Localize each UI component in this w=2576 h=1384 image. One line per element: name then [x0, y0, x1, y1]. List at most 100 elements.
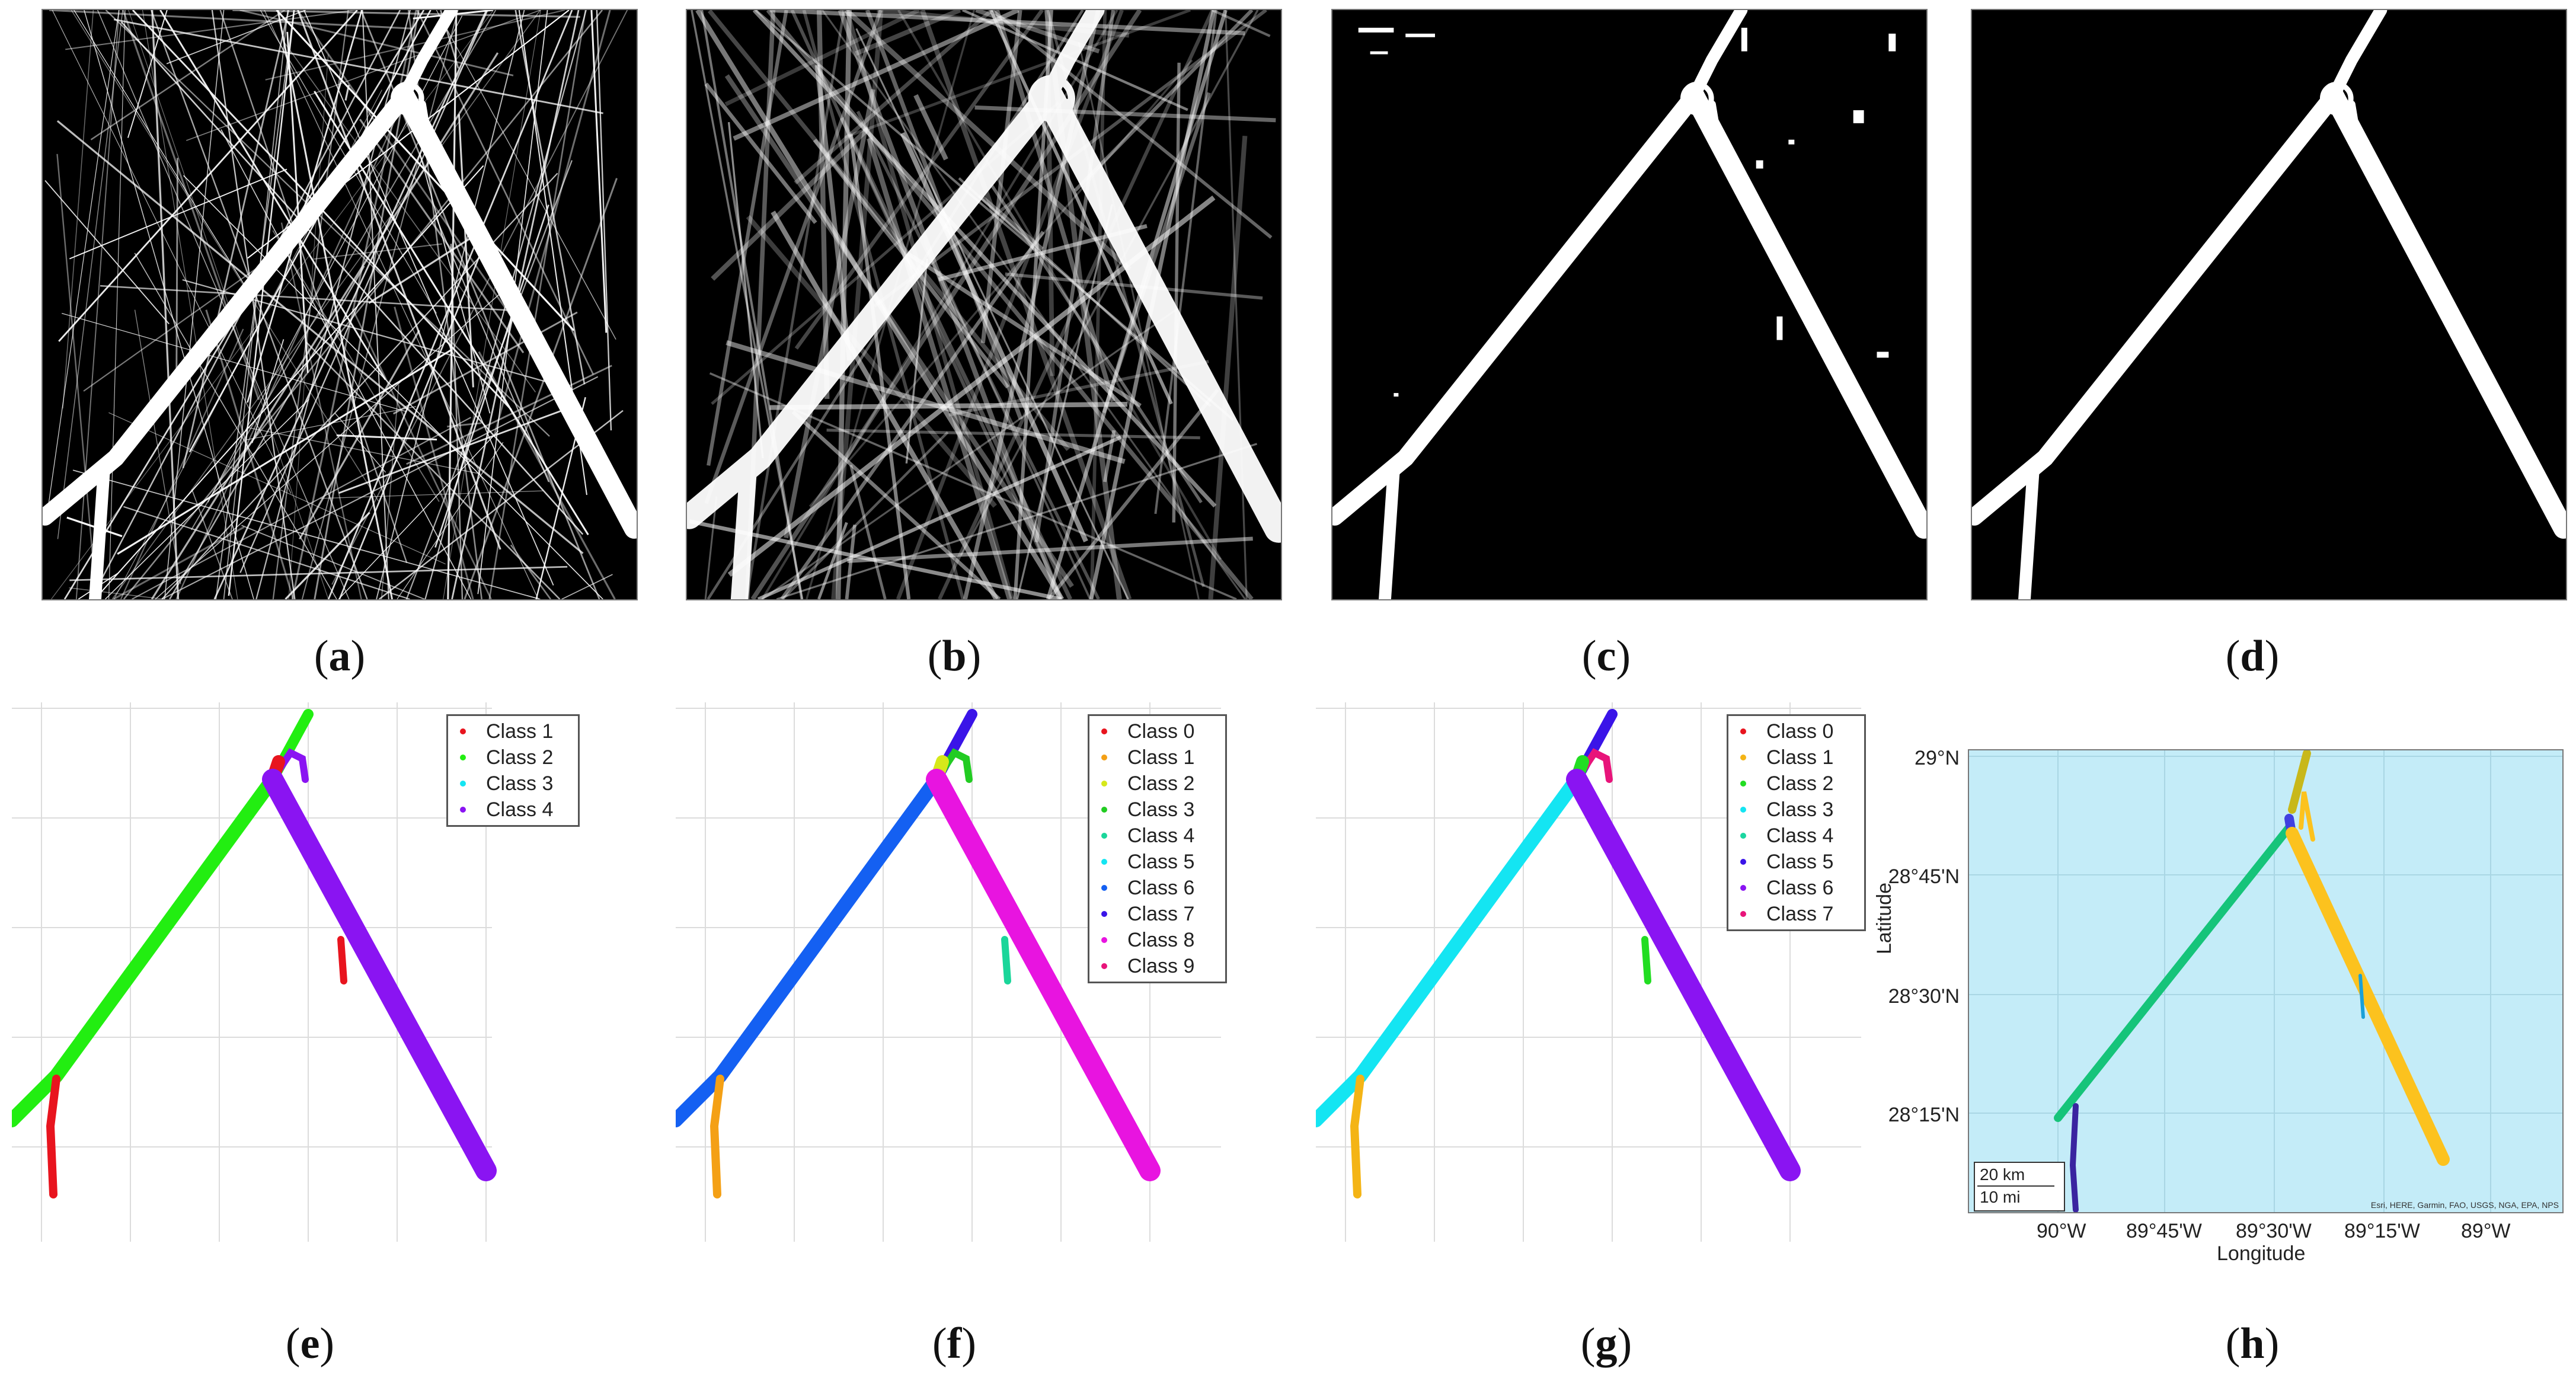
legend-entry: Class 3	[1732, 797, 1858, 823]
route-cluster	[262, 769, 497, 1181]
legend-marker	[1101, 885, 1107, 891]
density-lines	[689, 10, 1276, 599]
route-cluster	[669, 772, 944, 1127]
legend-label: Class 1	[486, 720, 554, 743]
map-route-clusters	[2054, 750, 2450, 1212]
panel-c-binary-map	[1331, 9, 1928, 600]
caption-b: (b)	[927, 632, 982, 680]
legend-marker	[1101, 963, 1107, 969]
legend-entry: Class 3	[1093, 797, 1219, 823]
clustering-g-plot	[1309, 702, 1861, 1242]
clustering-e-plot	[5, 702, 497, 1242]
clusters-e	[5, 709, 497, 1198]
dominant-routes	[43, 10, 637, 599]
legend-entry: Class 5	[1732, 849, 1858, 875]
x-tick-89-45W: 89°45'W	[2126, 1220, 2202, 1242]
y-tick-28-15N: 28°15'N	[1888, 1104, 1960, 1126]
sea-background	[1969, 750, 2562, 1212]
legend-marker	[1101, 755, 1107, 760]
legend-marker	[1740, 833, 1746, 839]
legend-label: Class 5	[1766, 850, 1834, 873]
legend-entry: Class 2	[1732, 771, 1858, 797]
legend-marker	[1740, 728, 1746, 734]
binary-routes	[1332, 10, 1926, 599]
legend-label: Class 4	[486, 798, 554, 821]
route-cluster	[1566, 769, 1801, 1181]
noise-specks	[1358, 27, 1896, 397]
x-tick-90W: 90°W	[2037, 1220, 2086, 1242]
caption-e: (e)	[285, 1319, 335, 1368]
legend-entry: Class 4	[1732, 823, 1858, 849]
binary-map-image	[1332, 10, 1926, 599]
route-cluster	[337, 936, 347, 985]
x-tick-89-30W: 89°30'W	[2236, 1220, 2312, 1242]
route-cluster	[1641, 936, 1651, 985]
legend-label: Class 9	[1127, 954, 1195, 977]
x-axis-title: Longitude	[2217, 1242, 2306, 1265]
legend-label: Class 2	[486, 746, 554, 769]
panel-b-density-map	[686, 9, 1282, 600]
legend-entry: Class 7	[1732, 901, 1858, 927]
legend-label: Class 3	[1766, 798, 1834, 821]
legend-marker	[1101, 937, 1107, 943]
legend-entry: Class 4	[1093, 823, 1219, 849]
map-route	[2286, 827, 2450, 1166]
legend-entry: Class 2	[1093, 771, 1219, 797]
legend-entry: Class 1	[1093, 744, 1219, 771]
map-attribution: Esri, HERE, Garmin, FAO, USGS, NGA, EPA,…	[2370, 1200, 2559, 1210]
scale-bar: 20 km 10 mi	[1974, 1162, 2065, 1212]
legend-marker	[1101, 911, 1107, 917]
legend-marker	[1740, 859, 1746, 865]
legend-marker	[460, 755, 466, 760]
caption-c: (c)	[1581, 632, 1631, 680]
cleaned-binary-map-image	[1972, 10, 2566, 599]
legend-label: Class 8	[1127, 928, 1195, 951]
legend-marker	[1740, 885, 1746, 891]
legend-label: Class 0	[1766, 720, 1834, 743]
legend-marker	[1740, 755, 1746, 760]
legend-e: Class 1 Class 2 Class 3 Class 4	[446, 714, 580, 827]
legend-marker	[1101, 781, 1107, 787]
map-route	[2299, 791, 2315, 842]
legend-entry: Class 3	[452, 771, 572, 797]
panel-d-cleaned-binary-map	[1971, 9, 2567, 600]
map-frame: 20 km 10 mi Esri, HERE, Garmin, FAO, USG…	[1968, 749, 2564, 1213]
map-route	[2358, 974, 2365, 1019]
legend-entry: Class 1	[452, 718, 572, 744]
map-route	[2288, 750, 2311, 814]
legend-label: Class 7	[1766, 902, 1834, 925]
route-cluster	[1001, 936, 1011, 985]
legend-marker	[1101, 728, 1107, 734]
x-tick-89W: 89°W	[2461, 1220, 2511, 1242]
x-tick-89-15W: 89°15'W	[2344, 1220, 2420, 1242]
caption-g: (g)	[1580, 1319, 1632, 1368]
legend-entry: Class 7	[1093, 901, 1219, 927]
legend-marker	[1101, 833, 1107, 839]
clustering-f-plot	[669, 702, 1221, 1242]
legend-marker	[1740, 911, 1746, 917]
grid	[12, 702, 492, 1242]
route-cluster	[46, 1075, 60, 1198]
legend-label: Class 1	[1766, 746, 1834, 769]
legend-label: Class 6	[1127, 876, 1195, 899]
raw-trajectories-image	[43, 10, 637, 599]
legend-entry: Class 1	[1732, 744, 1858, 771]
legend-marker	[1101, 807, 1107, 813]
caption-d: (d)	[2225, 632, 2280, 680]
route-cluster	[926, 769, 1161, 1181]
route-cluster	[709, 1075, 724, 1198]
clusters-f	[669, 709, 1161, 1198]
legend-marker	[1740, 807, 1746, 813]
legend-marker	[1101, 859, 1107, 865]
map-routes	[1969, 750, 2562, 1212]
legend-entry: Class 6	[1732, 875, 1858, 901]
legend-label: Class 3	[1127, 798, 1195, 821]
legend-label: Class 3	[486, 772, 554, 795]
caption-h: (h)	[2225, 1319, 2280, 1368]
map-graticule	[1969, 750, 2562, 1212]
panel-a-raw-trajectories	[41, 9, 638, 600]
y-tick-29N: 29°N	[1915, 747, 1960, 769]
